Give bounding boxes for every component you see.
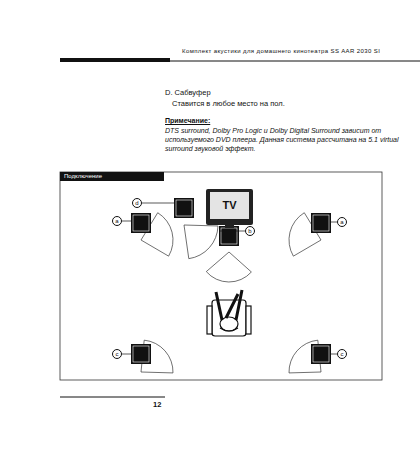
footer-rule	[60, 397, 165, 398]
callout-letter: a	[115, 218, 118, 224]
header-bar	[60, 58, 170, 62]
tv-box: TV	[210, 192, 249, 219]
callout-circle: d	[132, 198, 142, 208]
tab-label: Подключение	[64, 172, 162, 181]
listener	[207, 290, 251, 336]
callout-letter: b	[248, 228, 251, 234]
callout-letter: c	[116, 351, 119, 357]
header-title: Комплект акустики для домашнего кинотеат…	[182, 48, 380, 56]
page-number: 12	[153, 400, 173, 410]
diagram-frame	[60, 172, 382, 380]
callout-circle: a	[337, 217, 347, 227]
callout-letter: a	[340, 219, 343, 225]
header-rule	[170, 61, 420, 62]
tv-label: TV	[222, 200, 236, 211]
body-text: Ставится в любое место на пол.	[172, 99, 392, 109]
leader-lines	[122, 203, 337, 354]
tv-set	[206, 189, 253, 228]
callout-circle: c	[337, 349, 347, 359]
section-tab	[60, 172, 164, 181]
callout-letter: c	[341, 351, 344, 357]
callout-letter: d	[135, 200, 138, 206]
note-text: DTS surround, Dolby Pro Logic и Dolby Di…	[165, 126, 401, 153]
section-heading: D. Сабвуфер	[165, 88, 395, 98]
note-heading: Примечание:	[165, 116, 365, 125]
sound-wedges	[141, 213, 321, 373]
callout-circle: c	[112, 349, 122, 359]
callout-circle: b	[245, 226, 255, 236]
callout-circle: a	[112, 216, 122, 226]
